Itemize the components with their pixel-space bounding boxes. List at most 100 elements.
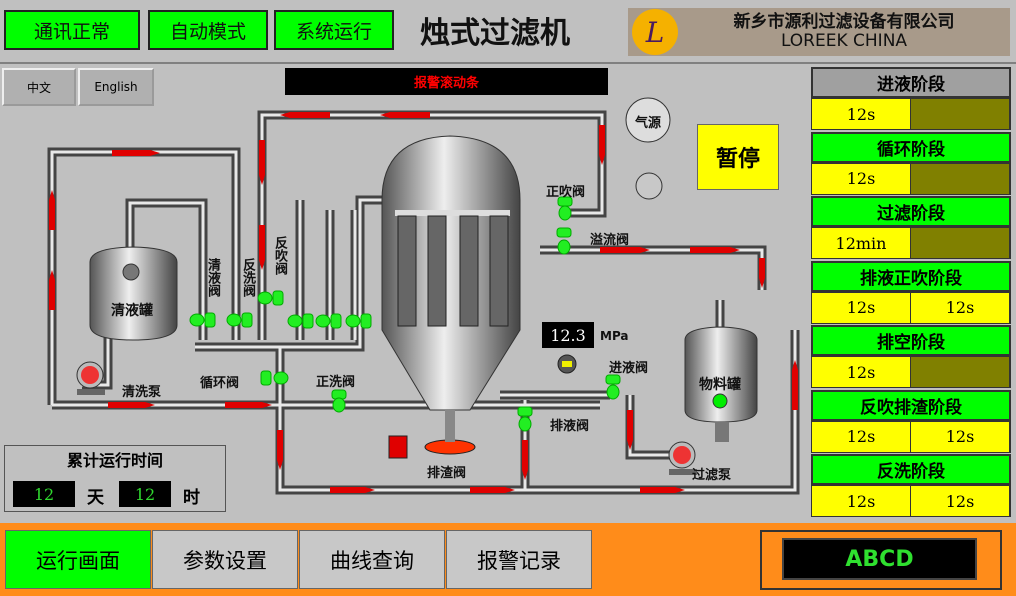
stage-name: 反吹排渣阶段	[811, 389, 1011, 421]
stage-panel: 循环阶段 12s	[811, 131, 1011, 195]
stage-panel: 过滤阶段 12min	[811, 196, 1011, 259]
stage-time-1[interactable]: 12s	[812, 163, 911, 194]
circulation-valve-icon	[260, 370, 289, 386]
logo-icon: L	[632, 9, 678, 55]
feed-valve-icon	[605, 374, 621, 400]
flow-arrow	[108, 402, 155, 408]
flow-arrow	[225, 402, 272, 408]
runtime-title: 累计运行时间	[66, 451, 163, 470]
pressure-display: 12.3	[542, 322, 594, 348]
stage-time-2[interactable]	[911, 357, 1010, 387]
stage-name: 排液正吹阶段	[811, 260, 1011, 292]
stage-time-1[interactable]: 12s	[812, 357, 911, 387]
circulation-valve-label: 循环阀	[200, 376, 240, 391]
stage-panel: 进液阶段 12s	[811, 67, 1011, 130]
stage-panel: 排空阶段 12s	[811, 325, 1011, 388]
overflow-valve-icon	[556, 227, 572, 255]
backwash-valve-icon	[226, 312, 253, 328]
overflow-valve-label: 溢流阀	[590, 233, 630, 248]
process-diagram	[47, 97, 800, 495]
page-title: 烛式过滤机	[420, 16, 570, 51]
valves	[189, 196, 621, 432]
stage-name: 反洗阶段	[811, 454, 1011, 485]
flow-arrow	[640, 487, 685, 493]
stage-time-2[interactable]: 12s	[911, 292, 1010, 323]
flow-arrow	[112, 150, 160, 156]
tab-run-screen[interactable]: 运行画面	[5, 530, 151, 589]
stage-name: 排空阶段	[811, 325, 1011, 356]
wash-pump-label: 清洗泵	[122, 385, 162, 400]
feed-valve-label: 进液阀	[609, 361, 649, 376]
flow-arrow	[259, 225, 265, 270]
flow-arrow	[522, 440, 528, 480]
flow-arrow	[759, 258, 765, 288]
clean-tank-label: 清液罐	[111, 303, 153, 319]
flow-arrow	[277, 430, 283, 470]
message-display: ABCD	[782, 538, 977, 580]
company-name-cn: 新乡市源利过滤设备有限公司	[733, 12, 955, 32]
backblow-valve-label: 反吹阀	[272, 236, 287, 275]
stage-time-2[interactable]	[911, 228, 1010, 258]
flow-arrow	[280, 112, 330, 118]
stage-name: 过滤阶段	[811, 196, 1011, 227]
forward-wash-valve-icon	[331, 389, 347, 413]
stage-name: 循环阶段	[811, 131, 1011, 163]
system-run-button[interactable]: 系统运行	[274, 10, 394, 50]
slag-valve-label: 排渣阀	[427, 466, 467, 481]
stage-time-1[interactable]: 12s	[812, 292, 911, 323]
wash-pump-icon	[76, 361, 105, 395]
alarm-ticker: 报警滚动条	[285, 68, 608, 95]
company-name-en: LOREEK CHINA	[780, 31, 908, 51]
stage-time-1[interactable]: 12s	[812, 99, 911, 129]
drain-valve-icon	[517, 406, 533, 432]
backblow-valve-icon	[257, 290, 284, 306]
flow-arrow	[599, 125, 605, 165]
comm-status-button[interactable]: 通讯正常	[4, 10, 140, 50]
flow-arrow	[690, 247, 740, 253]
lang-english-button[interactable]: English	[78, 68, 154, 106]
flow-arrow	[792, 360, 798, 410]
stage-time-2[interactable]: 12s	[911, 486, 1010, 516]
filter-pump-icon	[668, 441, 697, 475]
flow-arrows	[49, 112, 798, 493]
forward-wash-valve-label: 正洗阀	[316, 375, 356, 390]
clean-tank	[89, 246, 178, 341]
hour-unit: 时	[183, 488, 200, 508]
tab-parameters[interactable]: 参数设置	[152, 530, 298, 589]
stage-time-1[interactable]: 12min	[812, 228, 911, 258]
day-unit: 天	[87, 488, 104, 508]
stage-name: 进液阶段	[811, 67, 1011, 98]
stage-time-1[interactable]: 12s	[812, 421, 911, 452]
flow-arrow	[259, 140, 265, 185]
pressure-gauge-icon	[557, 354, 577, 374]
runtime-panel: 累计运行时间 12 天 12 时	[4, 445, 226, 512]
flow-arrow	[380, 112, 430, 118]
forward-blow-valve-icon	[557, 196, 573, 221]
auto-mode-button[interactable]: 自动模式	[148, 10, 268, 50]
forward-blow-valve-label: 正吹阀	[546, 185, 586, 200]
pause-button[interactable]: 暂停	[697, 124, 779, 190]
indicator-light-icon	[635, 172, 663, 200]
flow-arrow	[330, 487, 375, 493]
filter-vessel	[381, 135, 521, 459]
divider	[0, 62, 1016, 64]
stage-time-1[interactable]: 12s	[812, 486, 911, 516]
stage-time-2[interactable]	[911, 163, 1010, 194]
lang-chinese-button[interactable]: 中文	[2, 68, 76, 106]
stage-time-2[interactable]: 12s	[911, 421, 1010, 452]
air-source-icon	[625, 97, 671, 143]
air-source-label: 气源	[635, 116, 662, 131]
flow-arrow	[49, 190, 55, 230]
filter-valve-icon	[287, 313, 372, 329]
tab-alarms[interactable]: 报警记录	[446, 530, 592, 589]
drain-valve-label: 排液阀	[550, 419, 590, 434]
runtime-days: 12	[13, 481, 75, 507]
tab-curves[interactable]: 曲线查询	[299, 530, 445, 589]
flow-arrow	[49, 270, 55, 310]
stage-time-2[interactable]	[911, 99, 1010, 129]
filter-pump-label: 过滤泵	[692, 468, 732, 483]
material-tank-label: 物料罐	[699, 377, 741, 393]
